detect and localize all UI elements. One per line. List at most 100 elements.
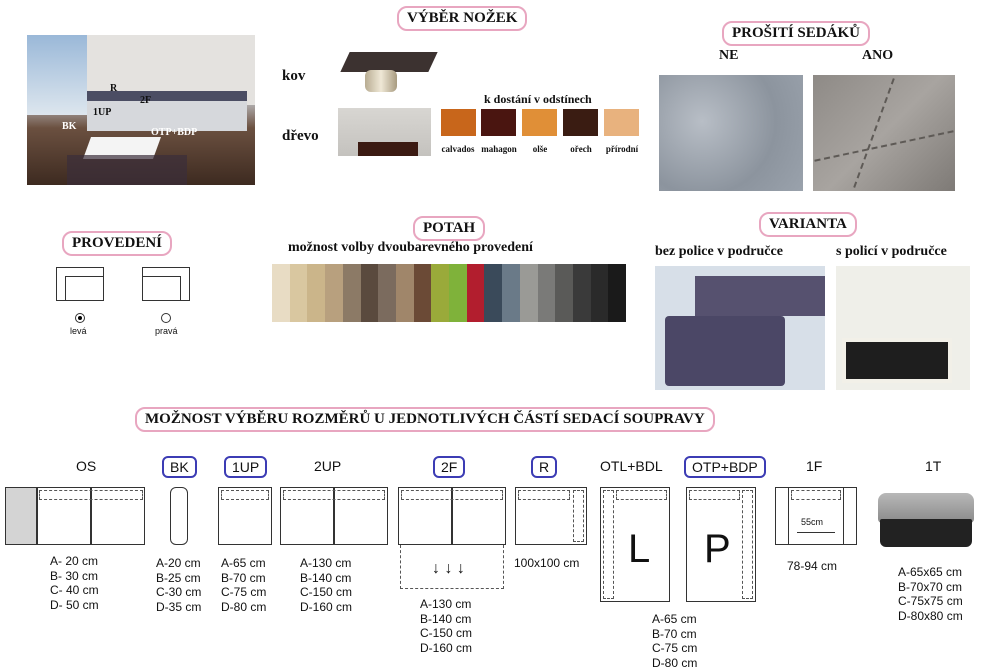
dim-line: C-75 cm [221,585,267,599]
dim-line: D-80x80 cm [898,608,963,623]
2f-back-dash [401,490,503,500]
fabric-stitch [813,75,955,191]
stitching-yes-label: ANO [862,48,894,63]
version-right-label: pravá [155,326,178,336]
cover-swatch [431,264,450,322]
2up-seat-right [334,487,388,545]
shade-label-orech: ořech [570,144,592,154]
cover-swatch [449,264,467,322]
dim-line: C-150 cm [300,585,353,599]
metal-leg-base [340,52,438,72]
stitching-no-label: NE [719,48,739,63]
dims-bk: A-20 cm B-25 cm C-30 cm D-35 cm [156,556,201,614]
metal-label: kov [282,68,306,84]
2f-extension-dash [400,545,504,589]
metal-leg-foot [365,70,397,92]
dim-line: B- 30 cm [50,568,99,583]
otp-back-dash [742,490,753,599]
otl-back-dash [603,490,614,599]
1up-seat [218,487,272,545]
1f-inner-size: 55cm [801,517,824,527]
otp-letter: P [704,527,731,571]
dim-line: C-30 cm [156,585,202,599]
fabric-no-stitch [659,75,803,191]
cover-swatch [413,264,432,322]
variant-with-photo [836,266,970,390]
dims-2up: A-130 cm B-140 cm C-150 cm D-160 cm [300,556,352,614]
cover-heading: POTAH [413,216,486,241]
ottoman-top [878,493,974,523]
otl-body [600,487,670,602]
cover-swatch [537,264,556,322]
part-label-1t: 1T [925,458,942,474]
shade-label-mahagon: mahagon [481,144,517,154]
part-2up-diagram [280,487,388,545]
dim-line: A-65 cm [652,612,697,626]
os-seat-right [91,487,145,545]
dim-line: A-130 cm [300,556,352,570]
shade-swatch-prirodni [604,109,639,136]
radio-dot [78,316,82,320]
sofa-shape [87,91,247,131]
shelf-shape [842,338,952,383]
os-side-block [5,487,37,545]
dim-line: A-20 cm [156,556,201,570]
dim-line: 78-94 cm [787,559,838,573]
cover-swatch [342,264,361,322]
1f-arm-left [775,487,789,545]
version-left-label: levá [70,326,87,336]
dim-line: C- 40 cm [50,583,99,597]
shade-label-olse: olše [532,144,548,154]
dim-line: B-140 cm [300,570,352,585]
dim-line: B-70x70 cm [898,579,963,594]
part-otp-diagram: P [686,487,756,602]
2f-seat-right [452,487,506,545]
cover-subtitle: možnost volby dvoubarevného provedení [288,240,533,255]
version-heading: PROVEDENÍ [62,231,173,256]
dim-line: B-70 cm [221,570,266,585]
armrest-shape [665,316,785,386]
1up-back-dash [221,490,269,500]
cover-swatch [502,264,520,322]
version-left-radio[interactable] [75,313,85,323]
otp-top-dash [689,490,740,500]
cover-swatch [272,264,290,322]
room-label-1up: 1UP [93,107,112,118]
part-label-otp: OTP+BDP [684,456,766,478]
cover-swatch [325,264,343,322]
dims-1t: A-65x65 cm B-70x70 cm C-75x75 cm D-80x80… [898,565,963,623]
dim-line: C-75x75 cm [898,594,963,608]
dims-otp: A-65 cm B-70 cm C-75 cm D-80 cm [652,612,697,670]
part-os-diagram [5,487,145,545]
version-left-diagram [56,267,104,301]
1f-arrow-line [797,532,835,533]
shade-label-prirodni: přírodní [605,144,639,154]
part-label-os: OS [76,458,97,474]
part-label-2up: 2UP [314,458,342,474]
cover-swatch [378,264,396,322]
shade-swatch-calvados [441,109,476,136]
otl-top-dash [616,490,667,500]
dim-line: D- 50 cm [50,597,99,612]
variant-heading: VARIANTA [759,212,857,237]
dim-line: C-75 cm [652,641,698,655]
shade-swatch-olse [522,109,557,136]
part-otl-diagram: L [600,487,670,602]
wood-leg-foot [358,142,418,156]
shades-title: k dostání v odstínech [484,92,592,106]
2f-arrows: ↓ ↓ ↓ [432,560,465,577]
room-label-2f: 2F [140,95,152,106]
2up-back-dash [283,490,385,500]
cover-swatch [289,264,308,322]
version-right-radio[interactable] [161,313,171,323]
room-label-r: R [110,83,118,94]
rug-shape [67,155,187,185]
cover-swatch [466,264,485,322]
1f-back-dash [791,490,841,500]
2f-seat-left [398,487,452,545]
dim-line: A-65x65 cm [898,565,963,579]
version-left-inner [65,276,103,300]
variant-without-photo [655,266,825,390]
part-label-1up: 1UP [224,456,268,478]
dim-line: A-130 cm [420,597,472,611]
